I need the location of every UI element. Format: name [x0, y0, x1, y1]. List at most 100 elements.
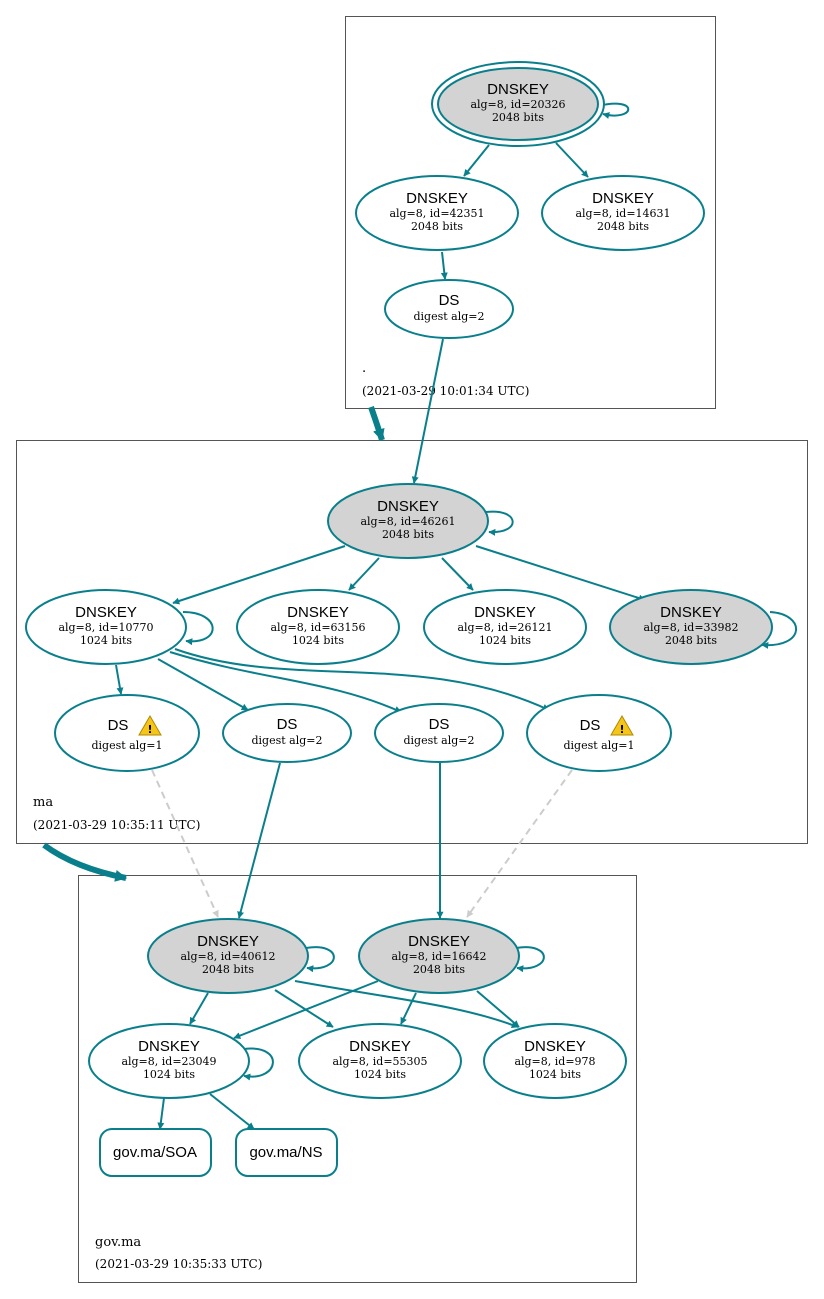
node-title: DNSKEY: [138, 1038, 200, 1055]
node-root-ksk-20326[interactable]: DNSKEY alg=8, id=20326 2048 bits: [431, 61, 605, 147]
edge-root-ksk-zsk1: [463, 144, 490, 177]
warning-icon: !: [610, 715, 634, 736]
edge-gov-ksk1-zsk3: [294, 980, 519, 1029]
edge-gov-ksk2-zsk3: [476, 990, 520, 1028]
node-title: DNSKEY: [524, 1038, 586, 1055]
edge-self-gov-ksk1: [305, 946, 335, 973]
node-title: DNSKEY: [406, 190, 468, 207]
node-line1: alg=8, id=40612: [180, 950, 275, 963]
node-gov-zsk-23049[interactable]: DNSKEY alg=8, id=23049 1024 bits: [88, 1023, 250, 1099]
svg-text:!: !: [619, 723, 624, 736]
node-line2: 2048 bits: [665, 634, 717, 647]
node-title: DS: [580, 717, 601, 734]
node-line1: digest alg=2: [403, 734, 474, 747]
node-ma-ksk-46261[interactable]: DNSKEY alg=8, id=46261 2048 bits: [327, 483, 489, 559]
node-title: gov.ma/NS: [249, 1144, 322, 1161]
zone-ma-name: ma: [33, 795, 53, 810]
node-ma-ds-digest1-a[interactable]: DS ! digest alg=1: [54, 694, 200, 772]
node-gov-ksk-40612[interactable]: DNSKEY alg=8, id=40612 2048 bits: [147, 918, 309, 994]
node-line1: alg=8, id=26121: [457, 621, 552, 634]
edge-ma-ksk-zsk2: [348, 557, 380, 591]
node-line2: 2048 bits: [411, 220, 463, 233]
node-title: DS: [439, 292, 460, 309]
zone-govma-timestamp: (2021-03-29 10:35:33 UTC): [95, 1257, 262, 1271]
edge-root-ksk-zsk2: [555, 142, 589, 178]
node-line2: 1024 bits: [80, 634, 132, 647]
node-line1: alg=8, id=978: [514, 1055, 595, 1068]
node-ma-ds-digest2-b[interactable]: DS digest alg=2: [374, 703, 504, 763]
node-line1: alg=8, id=10770: [58, 621, 153, 634]
edge-gov-zsk1-ns: [209, 1093, 255, 1130]
edge-self-ma-ksk2: [761, 611, 798, 649]
node-line1: alg=8, id=42351: [389, 207, 484, 220]
warning-icon: !: [138, 715, 162, 736]
edge-ma-zsk1-ds3: [169, 651, 402, 713]
node-title: DNSKEY: [592, 190, 654, 207]
edge-root-ds-ma-ksk: [411, 338, 444, 484]
node-line1: digest alg=2: [413, 310, 484, 323]
zone-root-name: .: [362, 361, 366, 376]
zone-ma-timestamp: (2021-03-29 10:35:11 UTC): [33, 818, 200, 832]
node-ma-ds-digest2-a[interactable]: DS digest alg=2: [222, 703, 352, 763]
node-title: gov.ma/SOA: [113, 1144, 197, 1161]
node-title: DNSKEY: [660, 604, 722, 621]
node-gov-zsk-55305[interactable]: DNSKEY alg=8, id=55305 1024 bits: [298, 1023, 462, 1099]
node-line1: alg=8, id=20326: [470, 98, 565, 111]
node-line1: digest alg=1: [563, 739, 634, 752]
edge-gov-ksk1-zsk2: [274, 989, 334, 1028]
node-title: DNSKEY: [487, 81, 549, 98]
edge-self-root-ksk: [597, 102, 630, 119]
edge-ma-ksk-zsk1: [172, 545, 346, 605]
node-line1: alg=8, id=33982: [643, 621, 738, 634]
edge-self-gov-zsk1: [243, 1047, 274, 1081]
edge-ma-zsk1-ds1: [115, 664, 124, 695]
edge-self-gov-ksk2: [515, 946, 545, 973]
zone-govma-name: gov.ma: [95, 1235, 141, 1250]
zone-root-timestamp: (2021-03-29 10:01:34 UTC): [362, 384, 529, 398]
node-line2: 2048 bits: [202, 963, 254, 976]
node-line1: digest alg=2: [251, 734, 322, 747]
node-ma-ksk-33982[interactable]: DNSKEY alg=8, id=33982 2048 bits: [609, 589, 773, 665]
node-line1: alg=8, id=63156: [270, 621, 365, 634]
edge-gov-zsk1-soa: [157, 1097, 165, 1130]
node-line2: 2048 bits: [597, 220, 649, 233]
node-ma-ds-digest1-b[interactable]: DS ! digest alg=1: [526, 694, 672, 772]
node-title: DS: [429, 716, 450, 733]
node-root-zsk-42351[interactable]: DNSKEY alg=8, id=42351 2048 bits: [355, 175, 519, 251]
edge-root-zsk1-ds: [440, 251, 448, 280]
node-title: DNSKEY: [474, 604, 536, 621]
node-title: DNSKEY: [197, 933, 259, 950]
node-gov-ksk-16642[interactable]: DNSKEY alg=8, id=16642 2048 bits: [358, 918, 520, 994]
node-ma-zsk-10770[interactable]: DNSKEY alg=8, id=10770 1024 bits: [25, 589, 187, 665]
node-ma-zsk-63156[interactable]: DNSKEY alg=8, id=63156 1024 bits: [236, 589, 400, 665]
edge-self-ma-ksk: [485, 510, 514, 536]
node-line1: alg=8, id=46261: [360, 515, 455, 528]
edge-ma-ksk-zsk3: [441, 557, 474, 591]
delegation-arrow-ma-govma: [42, 842, 128, 882]
node-line1: alg=8, id=14631: [575, 207, 670, 220]
edge-self-ma-zsk1: [182, 611, 214, 646]
edge-gov-ksk1-zsk1: [189, 992, 209, 1025]
node-title: DNSKEY: [75, 604, 137, 621]
node-gov-zsk-978[interactable]: DNSKEY alg=8, id=978 1024 bits: [483, 1023, 627, 1099]
node-root-zsk-14631[interactable]: DNSKEY alg=8, id=14631 2048 bits: [541, 175, 705, 251]
node-line2: 1024 bits: [479, 634, 531, 647]
edge-ma-ds1-gov-ksk1: [151, 769, 219, 918]
edge-ma-ds4-gov-ksk2: [466, 769, 573, 918]
node-ma-zsk-26121[interactable]: DNSKEY alg=8, id=26121 1024 bits: [423, 589, 587, 665]
edge-ma-zsk1-ds4: [174, 648, 550, 711]
node-title: DNSKEY: [408, 933, 470, 950]
node-line2: 2048 bits: [413, 963, 465, 976]
node-line2: 1024 bits: [143, 1068, 195, 1081]
node-line1: alg=8, id=23049: [121, 1055, 216, 1068]
node-gov-soa[interactable]: gov.ma/SOA: [99, 1128, 212, 1177]
node-title: DNSKEY: [349, 1038, 411, 1055]
node-line2: 2048 bits: [382, 528, 434, 541]
node-title: DNSKEY: [287, 604, 349, 621]
node-gov-ns[interactable]: gov.ma/NS: [235, 1128, 338, 1177]
node-root-ds[interactable]: DS digest alg=2: [384, 279, 514, 339]
node-line1: alg=8, id=16642: [391, 950, 486, 963]
svg-text:!: !: [147, 723, 152, 736]
node-title: DS: [108, 717, 129, 734]
